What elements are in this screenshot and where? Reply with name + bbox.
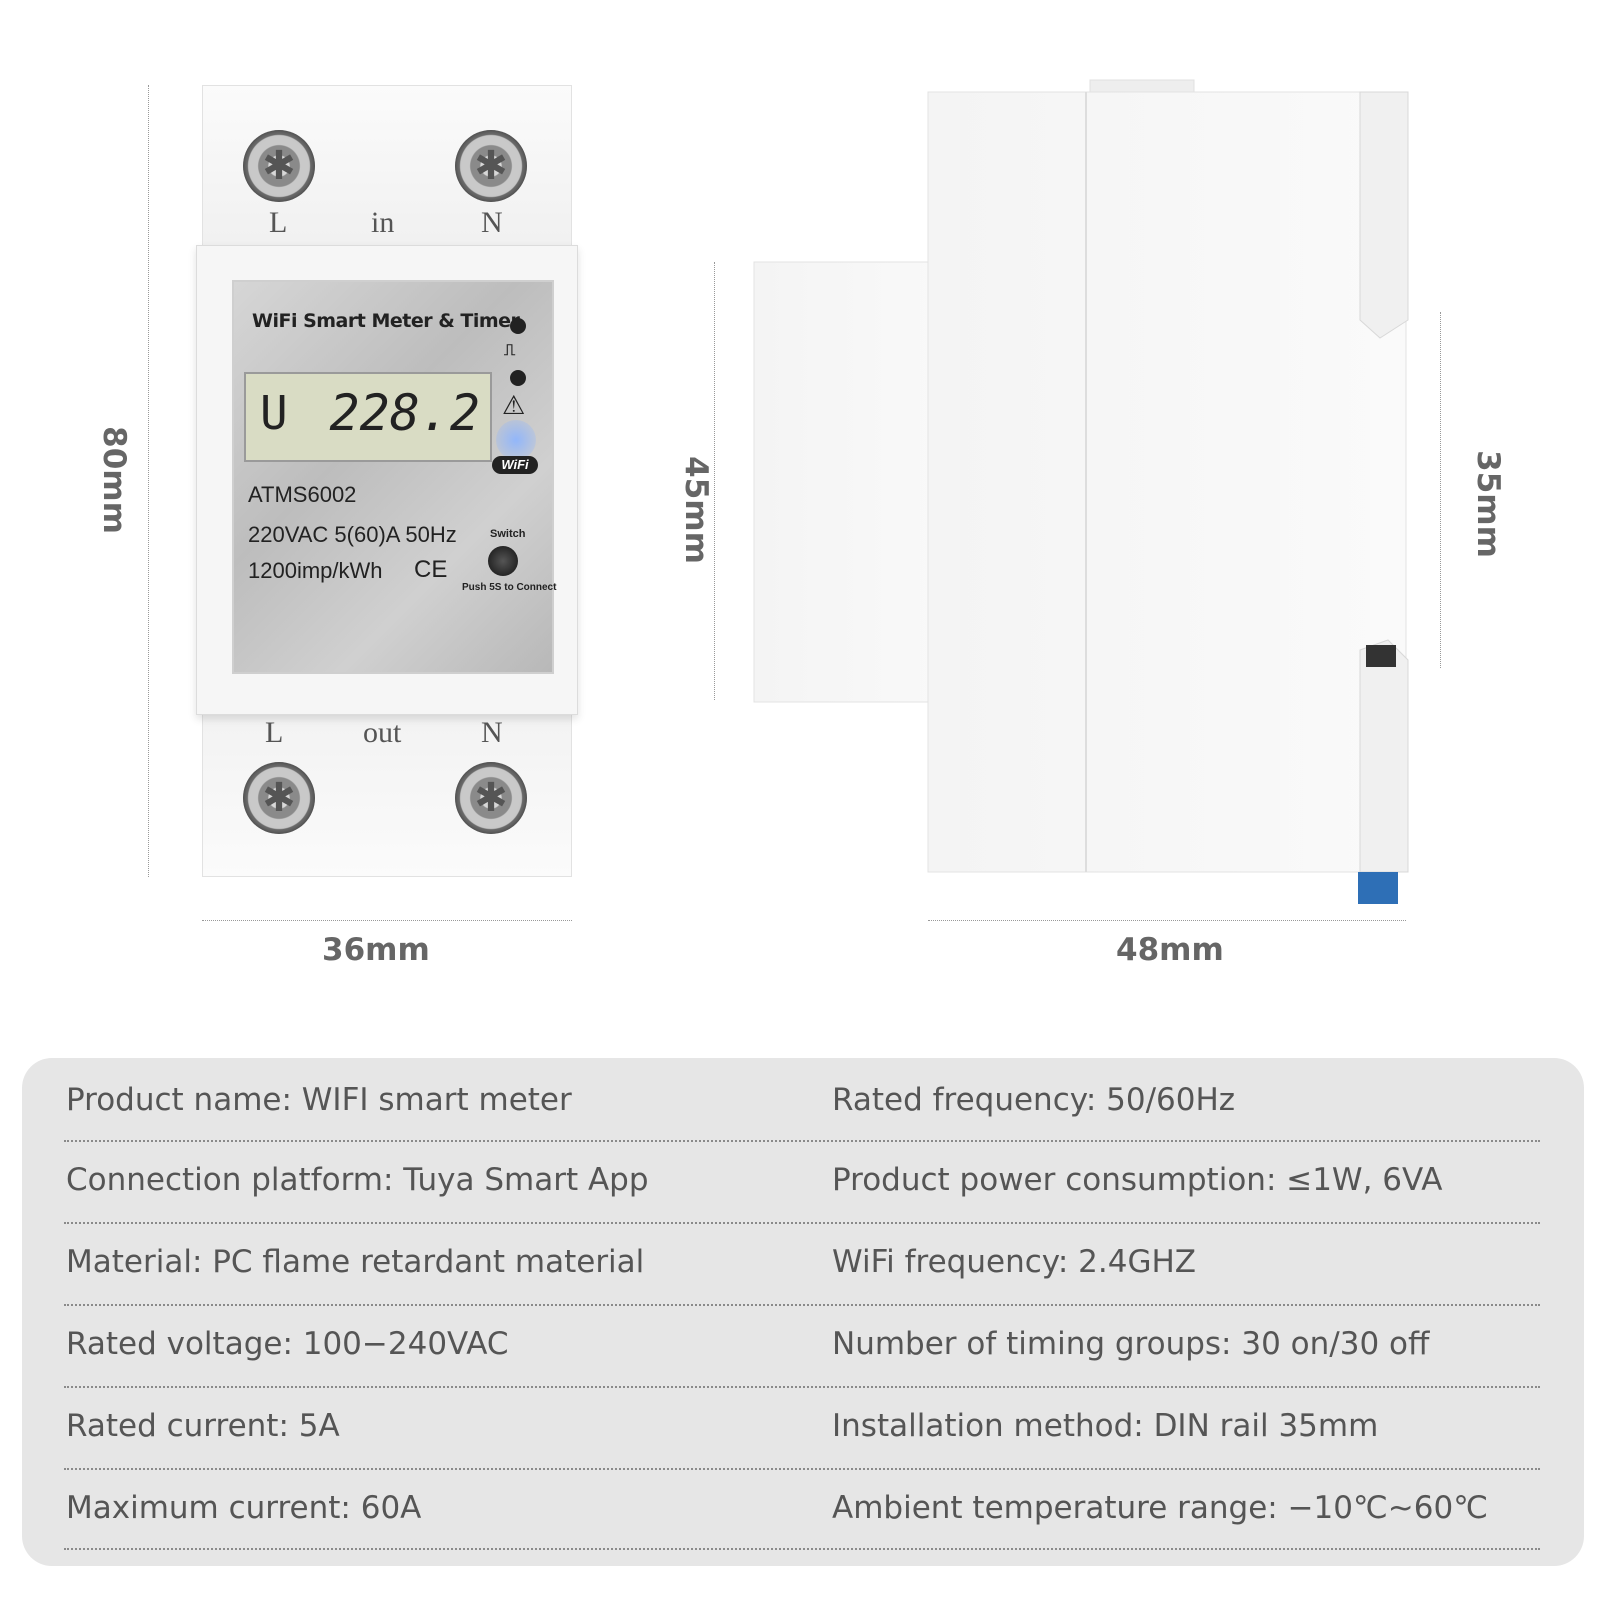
model-number: ATMS6002 — [248, 482, 357, 507]
spec-left-1: Connection platform: Tuya Smart App — [66, 1162, 649, 1198]
side-rail-clip-top — [1359, 91, 1409, 339]
rating-text: 220VAC 5(60)A 50Hz — [248, 522, 457, 547]
specs-table: Product name: WIFI smart meter Rated fre… — [22, 1058, 1584, 1566]
lcd-value: 228.2 — [329, 384, 480, 442]
side-blue-release-tab — [1358, 872, 1398, 904]
side-width-dimension-label: 48mm — [1116, 932, 1224, 968]
lcd-display: U 228.2 — [244, 372, 492, 462]
screw-icon — [455, 762, 527, 834]
terminal-label-in: in — [371, 206, 395, 239]
rail-dimension-label: 35mm — [1469, 450, 1506, 558]
ce-mark: CE — [414, 556, 448, 583]
width-dimension-line — [202, 920, 572, 921]
imp-text: 1200imp/kWh — [248, 558, 383, 583]
spec-divider — [64, 1548, 1540, 1550]
spec-right-2: WiFi frequency: 2.4GHZ — [832, 1244, 1197, 1280]
pulse-icon: ⎍ — [504, 342, 516, 359]
spec-divider — [64, 1140, 1540, 1142]
terminal-label-out: out — [363, 716, 402, 749]
screw-icon — [243, 130, 315, 202]
connect-button[interactable] — [488, 546, 518, 576]
bottom-terminal-block: L out N — [202, 705, 572, 877]
spec-right-4: Installation method: DIN rail 35mm — [832, 1408, 1379, 1444]
spec-right-3: Number of timing groups: 30 on/30 off — [832, 1326, 1430, 1362]
spec-divider — [64, 1386, 1540, 1388]
terminal-label-l-in: L — [269, 206, 288, 239]
terminal-label-l-out: L — [265, 716, 284, 749]
meter-front-view: L in N L out N WiFi Smart Meter & Timer … — [196, 85, 578, 877]
meter-side-view — [753, 79, 1409, 904]
wifi-badge-icon: WiFi — [492, 456, 538, 474]
spec-right-0: Rated frequency: 50/60Hz — [832, 1082, 1236, 1118]
screw-icon — [455, 130, 527, 202]
height-dimension-line — [148, 85, 149, 877]
switch-label: Switch — [490, 528, 526, 540]
height-dimension-label: 80mm — [95, 426, 132, 534]
warning-icon: ⚠ — [502, 390, 526, 420]
spec-left-2: Material: PC flame retardant material — [66, 1244, 645, 1280]
wifi-glow-icon — [496, 420, 536, 460]
side-rail-latch — [1366, 645, 1396, 667]
spec-divider — [64, 1222, 1540, 1224]
screw-icon — [243, 762, 315, 834]
lcd-label: U — [260, 386, 288, 440]
width-dimension-label: 36mm — [322, 932, 430, 968]
side-rail-clip-bottom — [1359, 639, 1409, 873]
indicator-led-icon — [510, 370, 526, 386]
push-label: Push 5S to Connect — [462, 582, 557, 593]
terminal-label-n-in: N — [481, 206, 503, 239]
top-terminal-block: L in N — [202, 85, 572, 255]
spec-divider — [64, 1304, 1540, 1306]
spec-left-4: Rated current: 5A — [66, 1408, 340, 1444]
depth-dimension-label: 45mm — [677, 456, 714, 564]
terminal-label-n-out: N — [481, 716, 503, 749]
side-width-dimension-line — [928, 920, 1406, 921]
side-main-body — [927, 91, 1407, 873]
panel-title: WiFi Smart Meter & Timer — [252, 310, 520, 332]
indicator-led-icon — [510, 318, 526, 334]
depth-dimension-line — [714, 262, 715, 700]
spec-left-3: Rated voltage: 100−240VAC — [66, 1326, 509, 1362]
spec-divider — [64, 1468, 1540, 1470]
spec-right-5: Ambient temperature range: −10℃~60℃ — [832, 1490, 1489, 1526]
rail-dimension-line — [1440, 312, 1441, 668]
front-panel: WiFi Smart Meter & Timer ⎍ ⚠ WiFi U 228.… — [232, 280, 557, 674]
spec-right-1: Product power consumption: ≤1W, 6VA — [832, 1162, 1443, 1198]
spec-left-5: Maximum current: 60A — [66, 1490, 422, 1526]
spec-left-0: Product name: WIFI smart meter — [66, 1082, 572, 1118]
